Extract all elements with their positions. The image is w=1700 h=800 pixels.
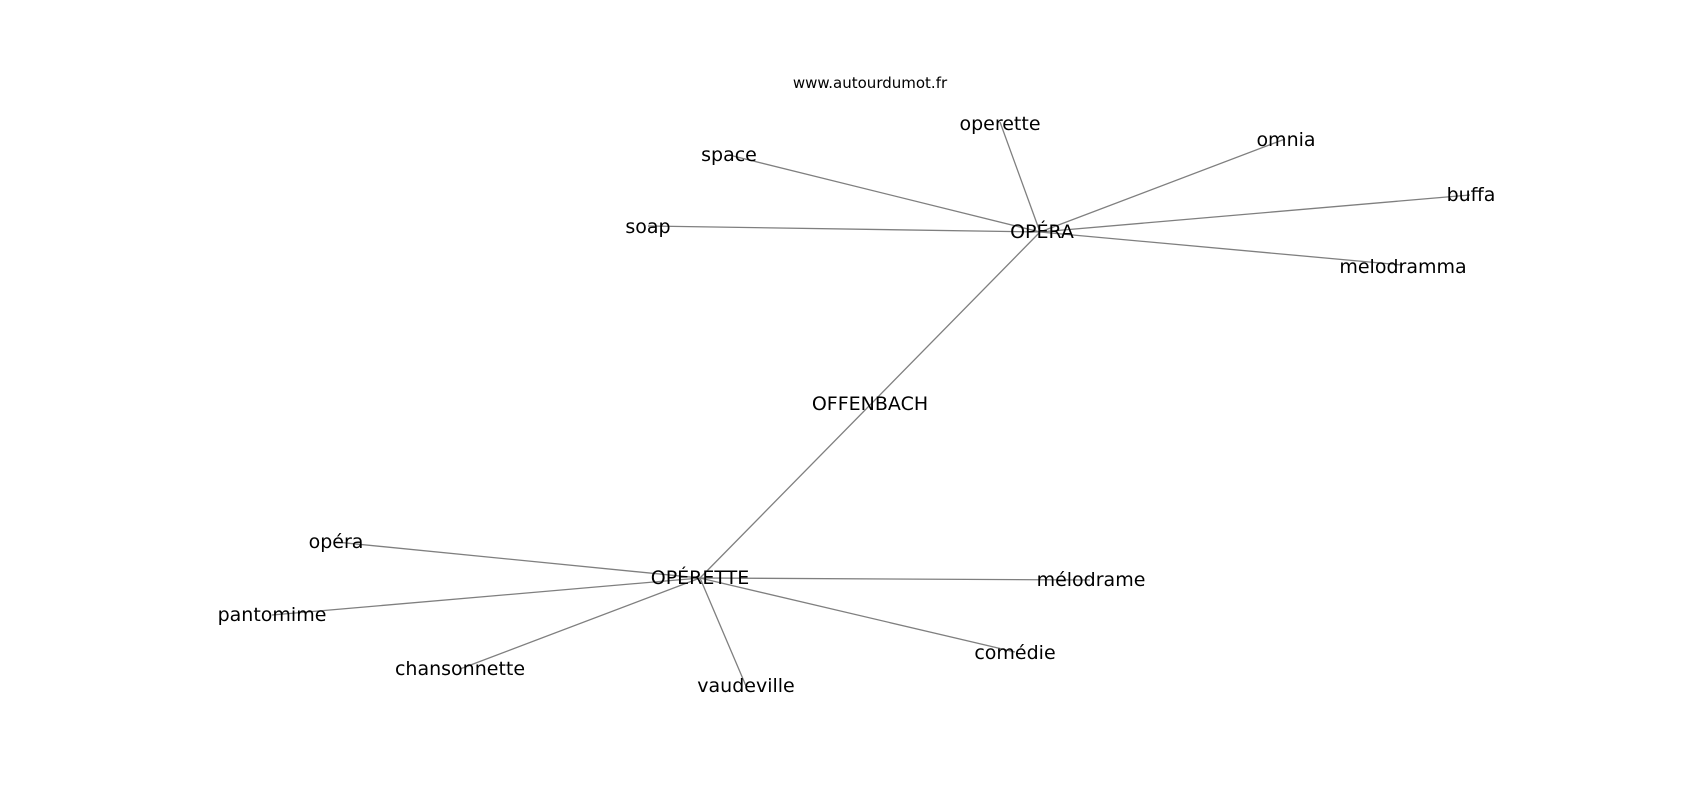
node-label-melodrame[interactable]: mélodrame: [1037, 569, 1146, 591]
edge-operette_hub-melodrame: [699, 577, 1091, 581]
node-label-operette_hub[interactable]: OPÉRETTE: [651, 566, 750, 589]
node-label-chansonnette[interactable]: chansonnette: [395, 658, 525, 680]
node-label-vaudeville[interactable]: vaudeville: [697, 675, 794, 697]
node-label-opera_hub[interactable]: OPÉRA: [1010, 220, 1074, 243]
node-label-space[interactable]: space: [701, 144, 757, 166]
node-label-offenbach[interactable]: OFFENBACH: [812, 393, 928, 415]
edge-operette_hub-vaudeville: [699, 577, 747, 687]
node-label-operette[interactable]: operette: [959, 113, 1040, 135]
node-label-soap[interactable]: soap: [625, 216, 670, 238]
edge-opera_hub-buffa: [1039, 194, 1471, 233]
edge-opera_hub-omnia: [1039, 138, 1286, 233]
edge-operette_hub-comedie: [699, 577, 1016, 653]
edge-opera_hub-soap: [647, 225, 1041, 233]
edge-operette_hub-pantomime: [271, 577, 701, 616]
edge-operette_hub-opera: [335, 541, 701, 579]
node-label-melodramma[interactable]: melodramma: [1339, 256, 1466, 278]
edge-opera_hub-melodramma: [1039, 231, 1403, 266]
node-label-omnia[interactable]: omnia: [1256, 129, 1315, 151]
edges-layer: [271, 121, 1471, 687]
watermark: www.autourdumot.fr: [793, 74, 948, 92]
node-label-buffa[interactable]: buffa: [1447, 184, 1496, 206]
edge-opera_hub-operette: [999, 121, 1041, 233]
node-label-comedie[interactable]: comédie: [974, 642, 1055, 664]
labels-layer: OFFENBACH OPÉRA OPÉRETTE operette omnia space…: [218, 113, 1496, 697]
node-label-opera[interactable]: opéra: [309, 531, 364, 553]
edge-opera_hub-space: [728, 154, 1041, 233]
edge-operette_hub-chansonnette: [459, 577, 701, 670]
edge-opera_hub-operette_hub: [699, 231, 1041, 579]
node-label-pantomime[interactable]: pantomime: [218, 604, 327, 626]
